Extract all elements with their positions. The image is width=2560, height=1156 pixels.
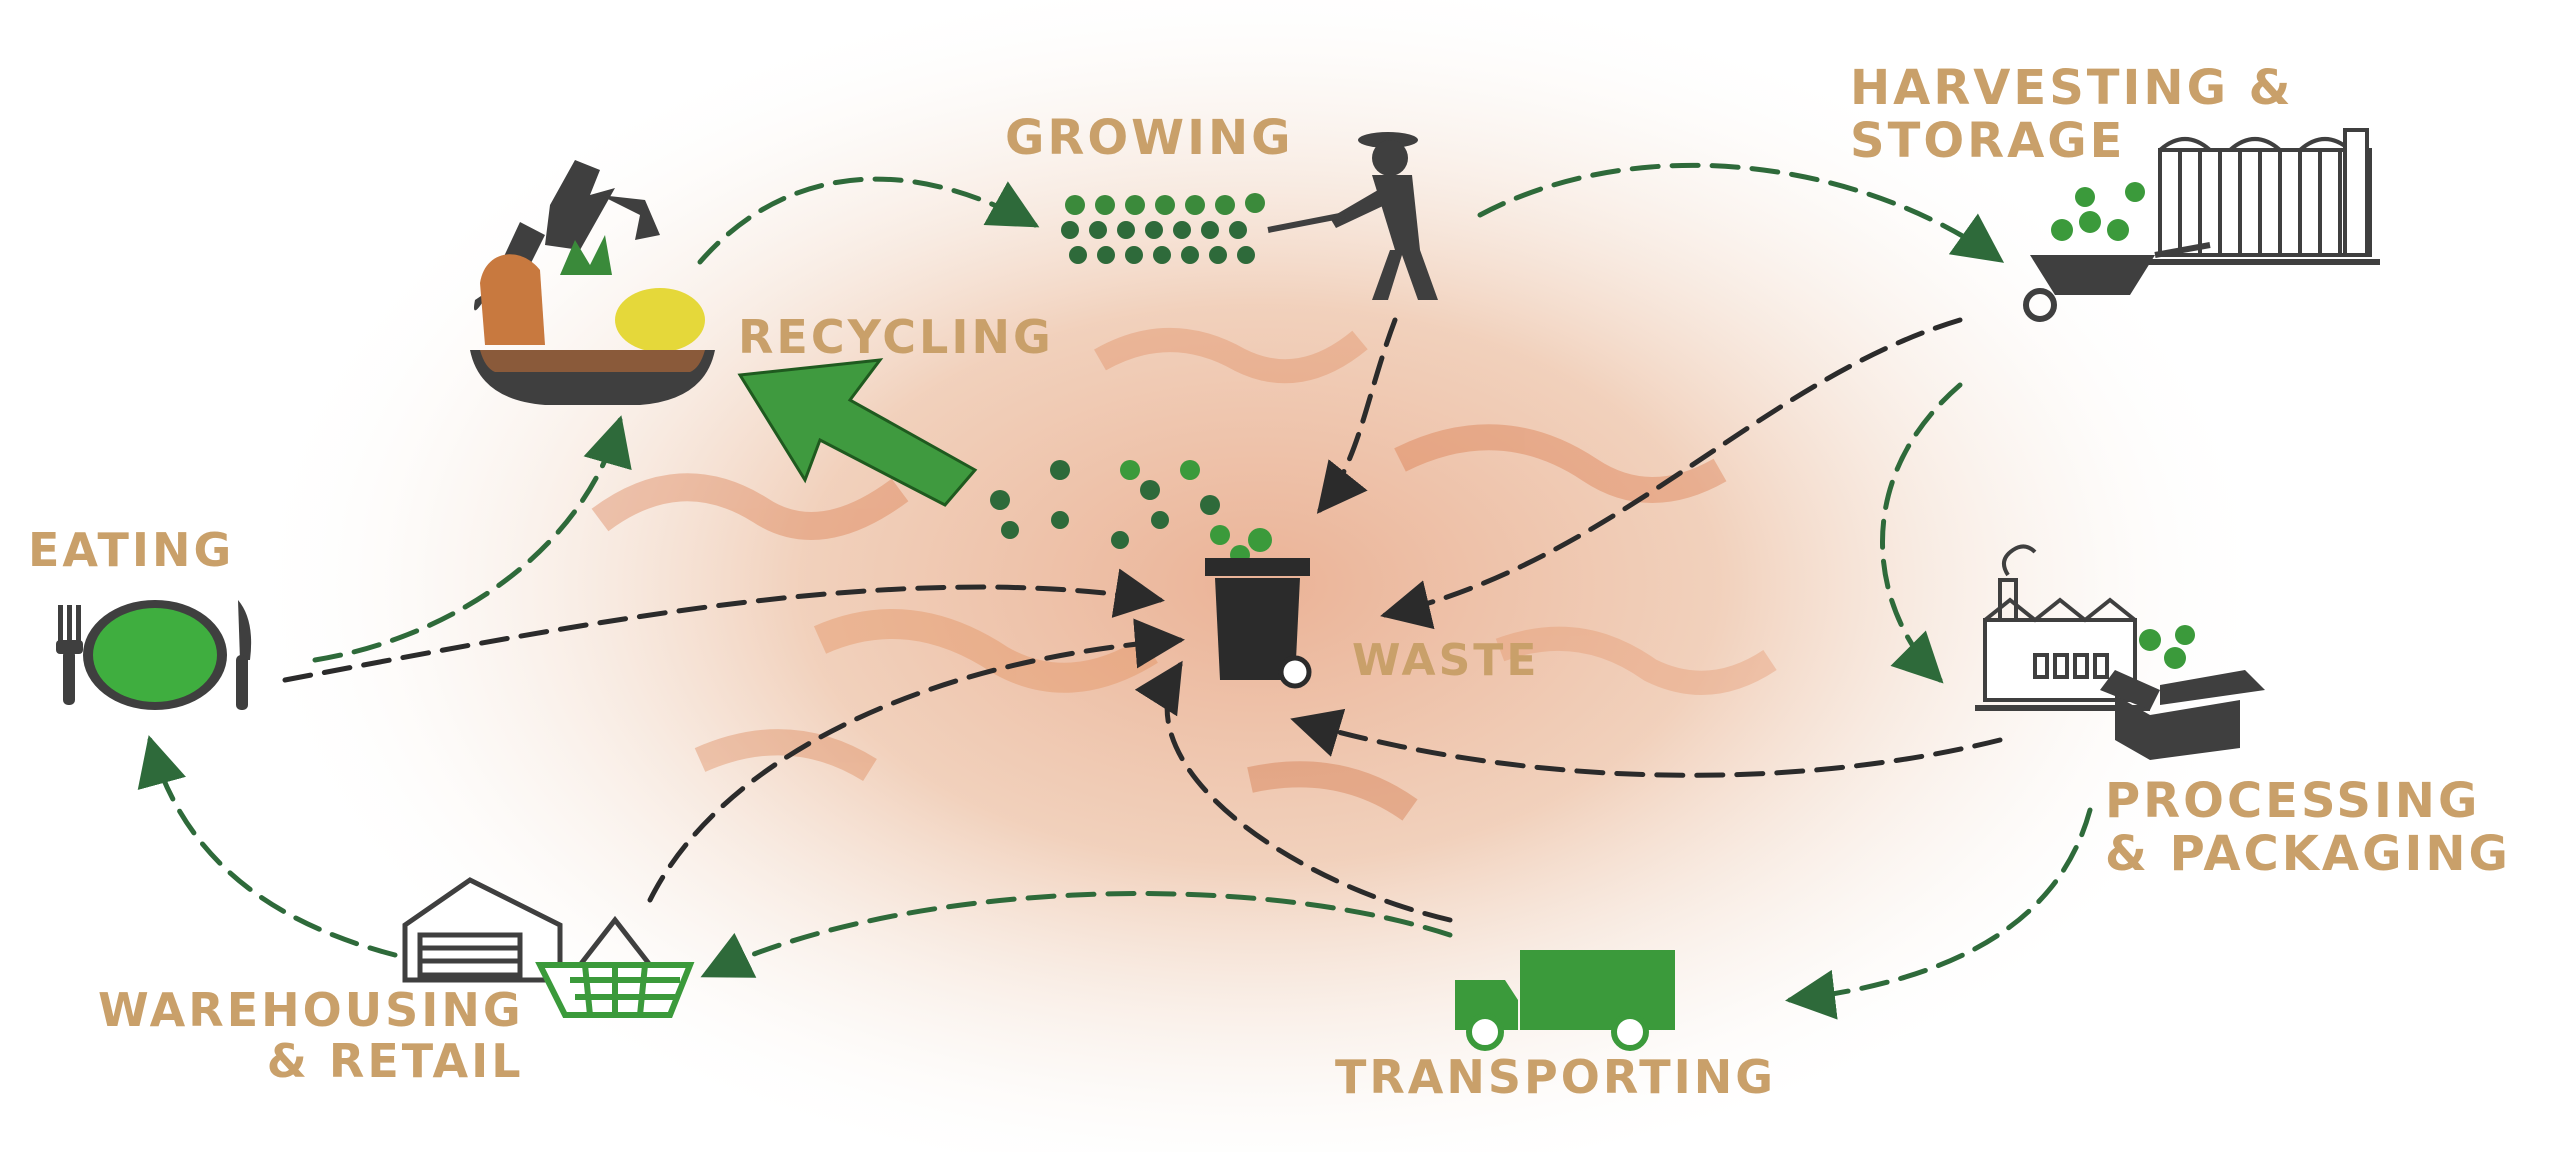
label-warehousing-line1: WAREHOUSING xyxy=(98,983,524,1037)
label-processing: PROCESSING & PACKAGING xyxy=(2105,775,2511,881)
recycle-icon xyxy=(500,160,660,265)
label-growing: GROWING xyxy=(1005,110,1294,166)
label-recycling: RECYCLING xyxy=(738,310,1054,364)
bowl-icon xyxy=(470,235,715,405)
label-processing-line1: PROCESSING xyxy=(2105,773,2481,829)
silo-icon xyxy=(2140,128,2380,265)
warehouse-icon xyxy=(402,877,563,983)
label-harvesting: HARVESTING & STORAGE xyxy=(1850,62,2294,168)
waste-dots xyxy=(990,460,1272,565)
box-icon xyxy=(2100,625,2265,760)
seedlings-icon xyxy=(1061,193,1265,264)
farmer-icon xyxy=(1267,132,1438,300)
wheelbarrow-icon xyxy=(2023,182,2211,322)
plate-icon xyxy=(83,600,227,710)
knife-icon xyxy=(236,600,252,710)
waste-arrows xyxy=(282,317,2003,923)
basket-icon xyxy=(535,915,695,1018)
label-warehousing: WAREHOUSING & RETAIL xyxy=(98,985,524,1086)
label-eating: EATING xyxy=(28,523,235,577)
cycle-arrows xyxy=(137,162,2093,1020)
truck-icon xyxy=(1455,950,1675,1051)
label-harvesting-line1: HARVESTING & xyxy=(1850,60,2294,116)
factory-icon xyxy=(1975,544,2150,711)
background-texture xyxy=(591,328,1777,821)
label-warehousing-line2: & RETAIL xyxy=(266,1033,524,1088)
trash-bin-icon xyxy=(1205,558,1312,689)
label-waste: WASTE xyxy=(1352,635,1540,686)
label-harvesting-line2: STORAGE xyxy=(1850,112,2126,169)
label-processing-line2: & PACKAGING xyxy=(2105,825,2511,882)
big-arrow-icon xyxy=(737,358,978,507)
fork-icon xyxy=(56,605,83,705)
label-transporting: TRANSPORTING xyxy=(1335,1050,1776,1104)
